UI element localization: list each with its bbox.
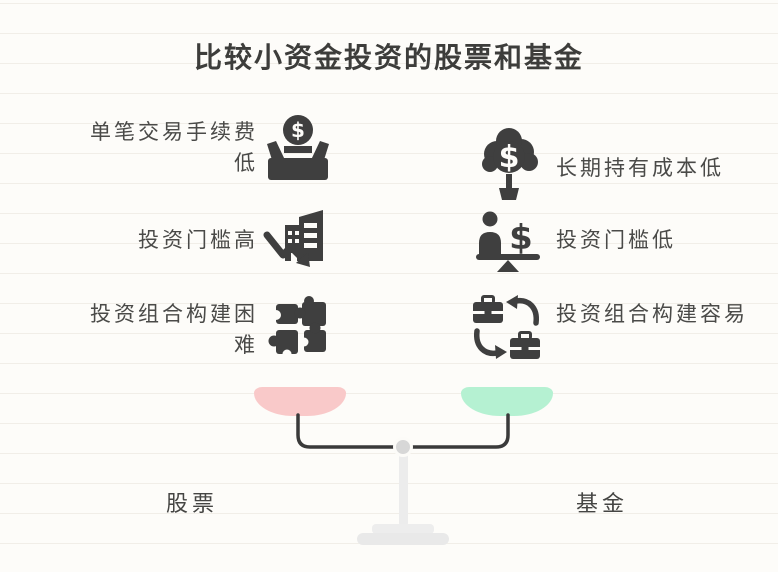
stock-item-fee-text: 单笔交易手续费低	[90, 120, 258, 175]
coin-deposit-box-icon: $	[264, 113, 332, 188]
scale-pole	[399, 446, 408, 527]
fund-side-label: 基金	[576, 491, 629, 516]
scale-base-bottom	[357, 533, 449, 545]
stock-item-portfolio-text: 投资组合构建困难	[90, 302, 258, 357]
fund-item-portfolio-text: 投资组合构建容易	[556, 302, 748, 326]
fund-item-cost-text: 长期持有成本低	[556, 156, 724, 180]
briefcase-exchange-icon	[472, 293, 542, 366]
building-decline-icon	[262, 206, 332, 281]
fund-item-threshold-text: 投资门槛低	[556, 228, 676, 252]
fund-scale-bowl	[461, 387, 553, 416]
stock-item-threshold-text: 投资门槛高	[138, 228, 258, 252]
money-tree-icon: $	[477, 124, 541, 207]
scale-beam	[296, 413, 510, 457]
svg-text:$: $	[291, 118, 305, 142]
page-title: 比较小资金投资的股票和基金	[193, 43, 584, 74]
svg-text:$: $	[509, 218, 533, 258]
scale-base-top	[372, 524, 434, 534]
puzzle-pieces-icon	[268, 294, 332, 363]
person-dollar-balance-icon: $	[474, 207, 542, 280]
stock-side-label: 股票	[166, 491, 219, 516]
stock-scale-bowl	[254, 387, 346, 416]
svg-text:$: $	[499, 140, 520, 175]
